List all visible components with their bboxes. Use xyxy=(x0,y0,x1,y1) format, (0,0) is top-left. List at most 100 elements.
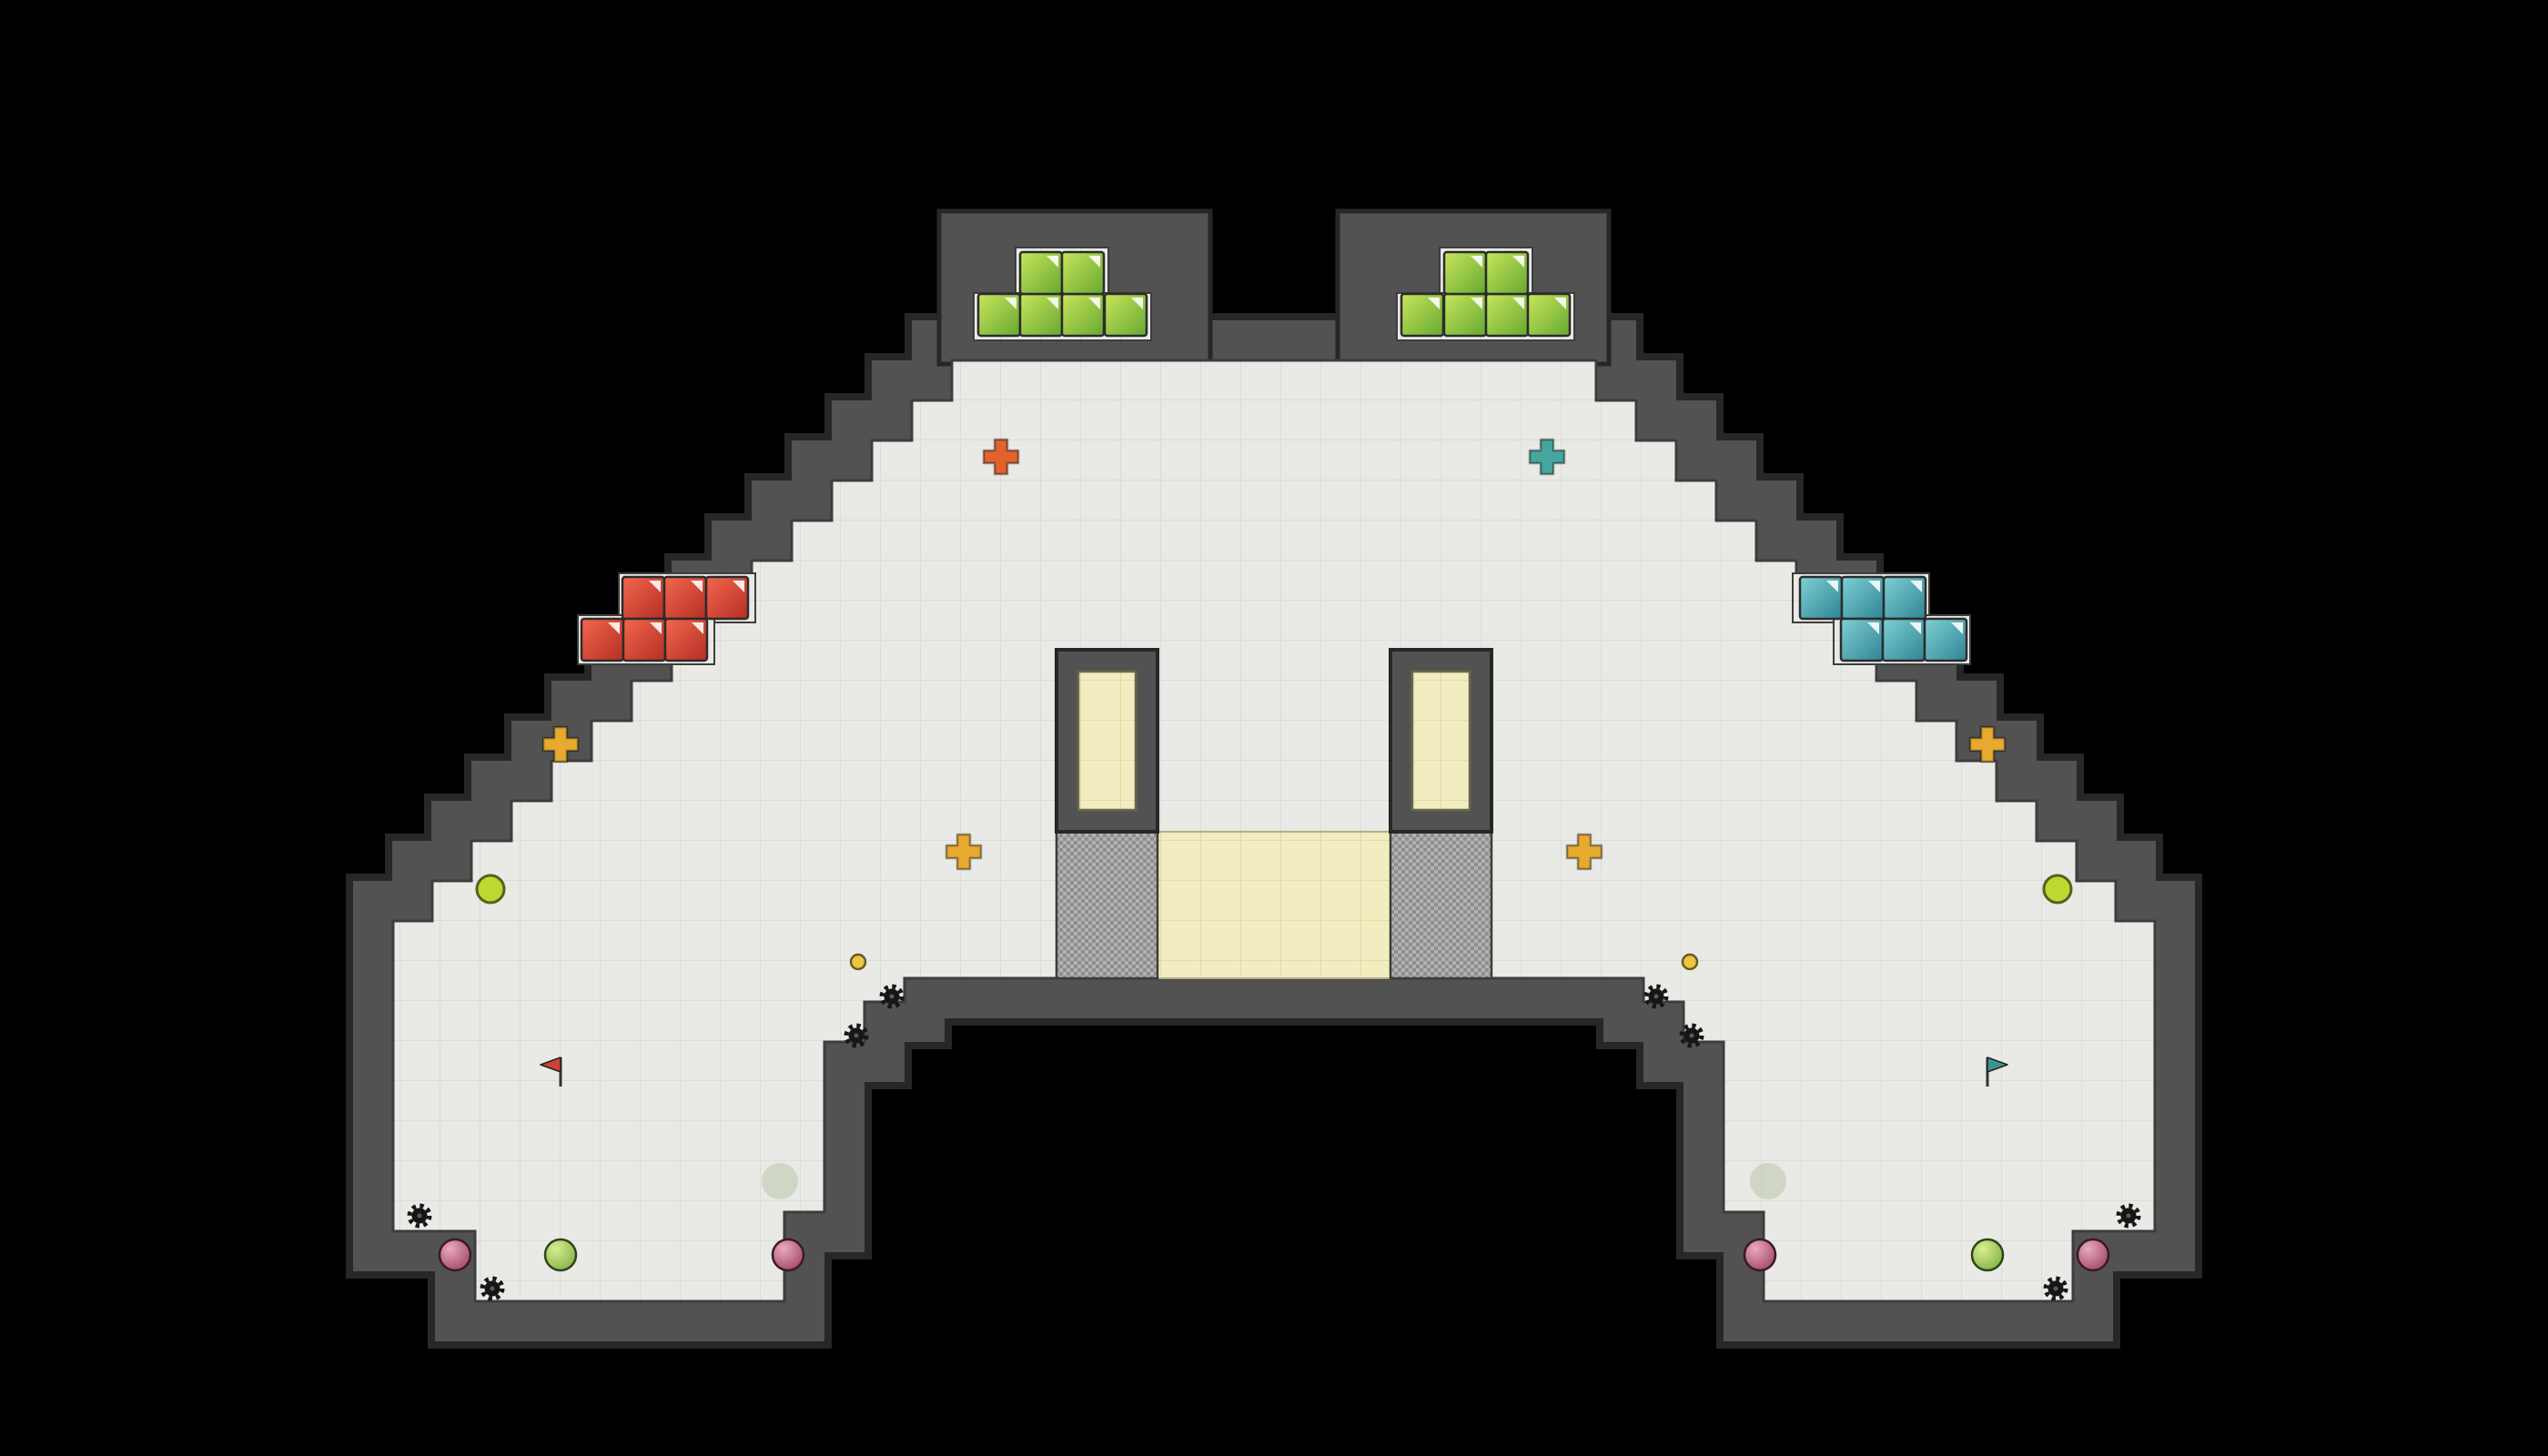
gold-block-red xyxy=(663,617,709,662)
gold-block-red xyxy=(662,575,708,621)
gold-block-green xyxy=(1103,292,1148,338)
mine-teeth xyxy=(1643,984,1669,1009)
mine-center xyxy=(2126,1213,2131,1218)
ghost-marker xyxy=(762,1163,798,1199)
gold-block-glint xyxy=(1867,622,1879,634)
gold-block-glint xyxy=(1471,298,1482,309)
gold-block-body xyxy=(1923,617,1968,662)
cross-pad-icon xyxy=(541,725,580,763)
green-dot xyxy=(475,874,506,905)
mine-teeth xyxy=(879,984,905,1009)
gold-block-glint xyxy=(691,581,703,592)
orb-green xyxy=(1970,1238,2005,1272)
mine-teeth xyxy=(1679,1023,1704,1048)
gold-block-glint xyxy=(733,581,744,592)
flag-pennant xyxy=(1987,1057,2008,1073)
mine-center xyxy=(2053,1286,2058,1291)
orb-purple xyxy=(2076,1238,2110,1272)
orb-purple xyxy=(438,1238,472,1272)
gold-block-glint xyxy=(1046,298,1058,309)
gold-block-green xyxy=(1526,292,1572,338)
cross-pad-icon xyxy=(1565,833,1603,871)
gold-block-teal xyxy=(1923,617,1968,662)
cross-pad-icon xyxy=(1528,438,1566,476)
flag-pennant xyxy=(540,1057,561,1073)
mine-icon xyxy=(1643,984,1669,1009)
gold-block-body xyxy=(1484,250,1530,296)
mine-teeth xyxy=(2043,1276,2068,1301)
gold-block-glint xyxy=(1428,298,1440,309)
gold-block-body xyxy=(1526,292,1572,338)
gold-block-glint xyxy=(692,622,703,634)
gold-block-red xyxy=(622,617,667,662)
gold-block-glint xyxy=(1868,581,1880,592)
mine-icon xyxy=(2043,1276,2068,1301)
mine-center xyxy=(417,1213,422,1218)
gold-block-teal xyxy=(1882,575,1927,621)
gold-block-green xyxy=(1018,250,1064,296)
gold-block-glint xyxy=(1826,581,1838,592)
orb-purple xyxy=(1743,1238,1777,1272)
gold-block-green xyxy=(1484,292,1530,338)
gold-block-green xyxy=(1400,292,1445,338)
gold-block-green xyxy=(976,292,1022,338)
mine-center xyxy=(854,1033,859,1038)
cross-pad-icon xyxy=(945,833,983,871)
gold-block-glint xyxy=(1088,298,1100,309)
ghost-marker xyxy=(1750,1163,1786,1199)
mine-center xyxy=(490,1286,495,1291)
gold-block-green xyxy=(1060,250,1106,296)
flag-teal xyxy=(1986,1057,2008,1087)
yellow-dot xyxy=(849,953,867,971)
exit-floor xyxy=(1157,831,1391,979)
gold-block-teal xyxy=(1881,617,1926,662)
gold-block-glint xyxy=(1046,256,1058,268)
gold-block-green xyxy=(1442,292,1488,338)
gold-block-glint xyxy=(1088,256,1100,268)
gold-block-red xyxy=(621,575,666,621)
gold-block-glint xyxy=(1512,298,1524,309)
mine-teeth xyxy=(480,1276,505,1301)
gold-block-green xyxy=(1442,250,1488,296)
gold-block-green xyxy=(1018,292,1064,338)
gold-block-glint xyxy=(1909,622,1921,634)
gold-block-green xyxy=(1060,292,1106,338)
gold-block-teal xyxy=(1840,575,1886,621)
gold-block-glint xyxy=(1554,298,1566,309)
flag-red xyxy=(540,1057,562,1087)
gold-block-teal xyxy=(1798,575,1844,621)
gold-block-glint xyxy=(1471,256,1482,268)
gold-block-green xyxy=(1484,250,1530,296)
mine-teeth xyxy=(2116,1203,2141,1228)
gold-block-body xyxy=(1103,292,1148,338)
mine-center xyxy=(1653,994,1659,999)
mine-icon xyxy=(1679,1023,1704,1048)
gold-block-glint xyxy=(650,622,662,634)
orb-purple xyxy=(771,1238,805,1272)
green-dot xyxy=(2042,874,2073,905)
mine-icon xyxy=(480,1276,505,1301)
mine-icon xyxy=(844,1023,869,1048)
gold-block-glint xyxy=(649,581,661,592)
gold-block-glint xyxy=(1005,298,1016,309)
mine-center xyxy=(1689,1033,1694,1038)
yellow-dot xyxy=(1681,953,1699,971)
gold-block-red xyxy=(580,617,625,662)
mine-icon xyxy=(2116,1203,2141,1228)
hatch-block xyxy=(1055,830,1159,980)
mine-teeth xyxy=(844,1023,869,1048)
gold-block-glint xyxy=(1910,581,1922,592)
gold-block-teal xyxy=(1839,617,1885,662)
mine-teeth xyxy=(407,1203,432,1228)
hatch-block xyxy=(1389,830,1493,980)
door-panel xyxy=(1410,670,1471,812)
gold-block-glint xyxy=(1951,622,1963,634)
gold-block-glint xyxy=(608,622,620,634)
gold-block-glint xyxy=(1512,256,1524,268)
gold-block-body xyxy=(663,617,709,662)
orb-green xyxy=(543,1238,578,1272)
gold-block-body xyxy=(704,575,750,621)
gold-block-glint xyxy=(1131,298,1143,309)
gold-block-body xyxy=(1060,250,1106,296)
